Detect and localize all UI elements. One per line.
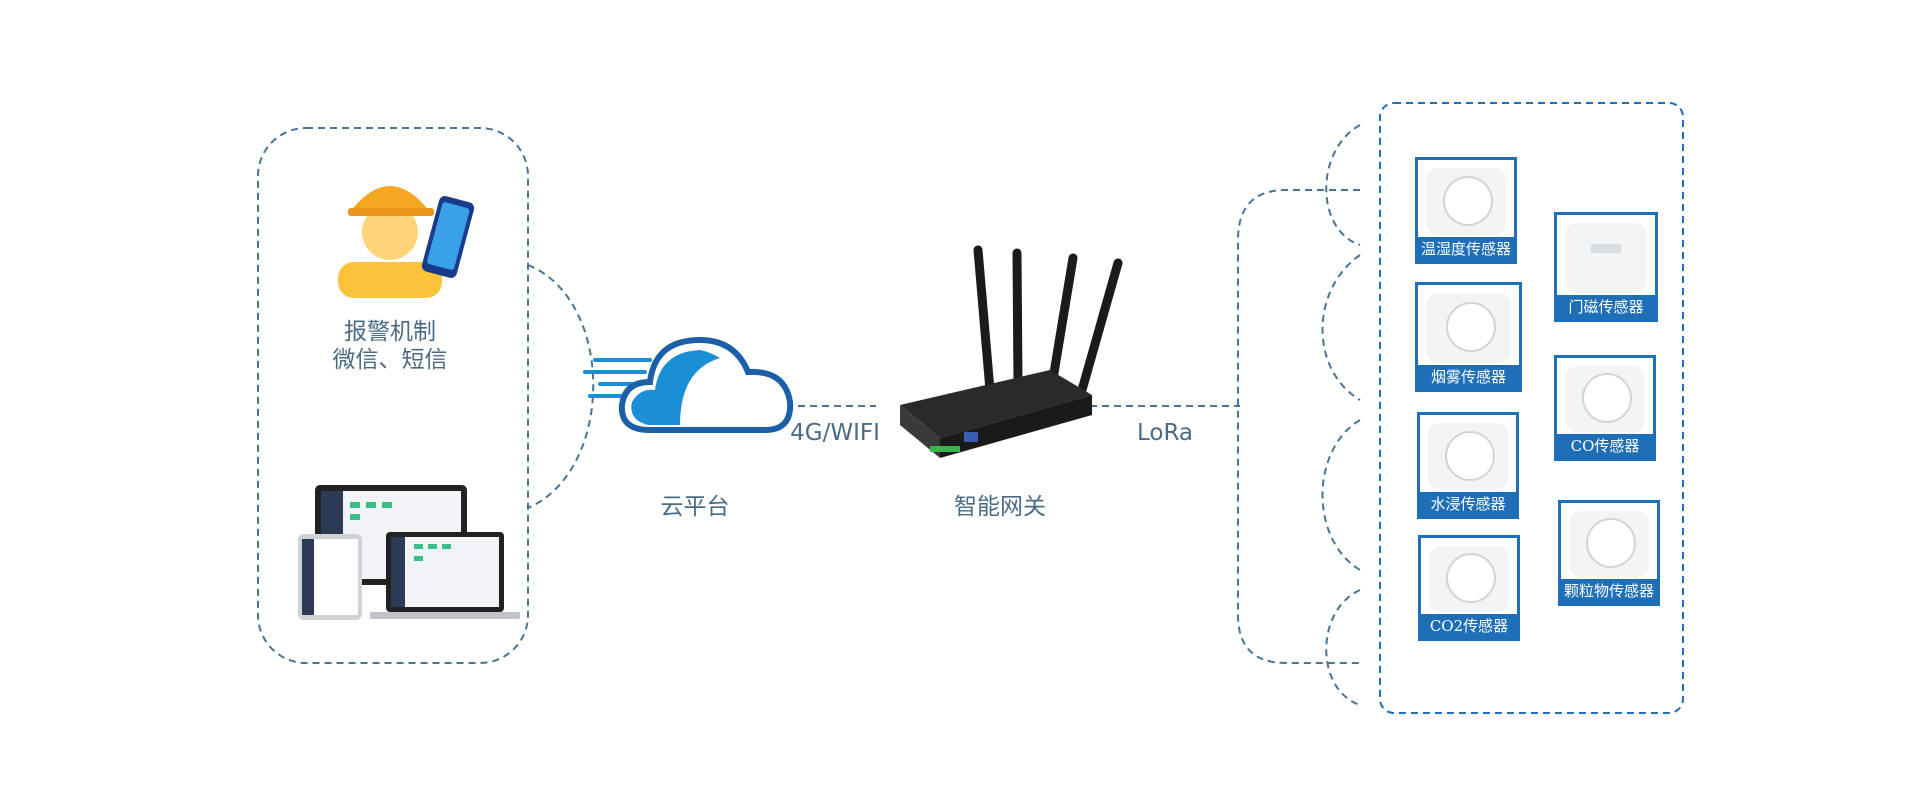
sensor-label: 门磁传感器 [1557,295,1655,319]
right-brace [1237,189,1360,664]
sensor-water-leak: 水浸传感器 [1417,412,1519,519]
right-brace-arc-2 [1321,254,1361,401]
sensor-label: 烟雾传感器 [1418,365,1519,389]
right-brace-arc-1 [1325,124,1361,246]
sensor-label: CO传感器 [1557,434,1653,458]
sensor-smoke: 烟雾传感器 [1415,282,1522,392]
phone-icon [421,196,475,278]
gateway-icon [900,245,1123,458]
sensor-image [1565,223,1647,293]
cloud-icon [583,336,794,433]
sensor-co: CO传感器 [1554,355,1656,461]
right-brace-arc-3 [1321,419,1361,571]
alarm-label-line1: 报警机制 [344,319,436,345]
sensor-tag-icon [1591,244,1621,253]
link-lora-label: LoRa [1136,420,1194,446]
sensor-particulate: 颗粒物传感器 [1558,500,1660,606]
sensor-image [1565,366,1645,432]
sensor-label: 温湿度传感器 [1418,237,1514,261]
sensor-disc-icon [1446,553,1496,603]
sensor-temp-humidity: 温湿度传感器 [1415,157,1517,264]
sensor-disc-icon [1445,430,1495,481]
alarm-label-line2: 微信、短信 [332,347,448,373]
sensor-disc-icon [1445,302,1496,352]
sensor-disc-icon [1582,373,1632,423]
sensor-image [1426,168,1506,235]
sensor-disc-icon [1586,518,1636,568]
right-brace-arc-4 [1325,589,1361,706]
alarm-panel-border [257,127,529,664]
sensor-disc-icon [1443,175,1493,226]
sensor-panel-border [1379,102,1684,714]
devices-icon [298,485,520,620]
gateway-label: 智能网关 [954,494,1046,520]
left-brace [527,264,595,509]
cloud-label: 云平台 [660,494,730,520]
sensor-image [1569,511,1649,577]
sensor-image [1429,546,1509,612]
sensor-label: 颗粒物传感器 [1561,579,1657,603]
link-4g-label: 4G/WIFI [790,420,880,446]
sensor-image [1428,423,1508,490]
sensor-label: 水浸传感器 [1420,492,1516,516]
sensor-door: 门磁传感器 [1554,212,1658,322]
sensor-co2: CO2传感器 [1418,535,1520,641]
sensor-label: CO2传感器 [1421,614,1517,638]
worker-icon [338,186,442,298]
sensor-image [1426,293,1511,363]
